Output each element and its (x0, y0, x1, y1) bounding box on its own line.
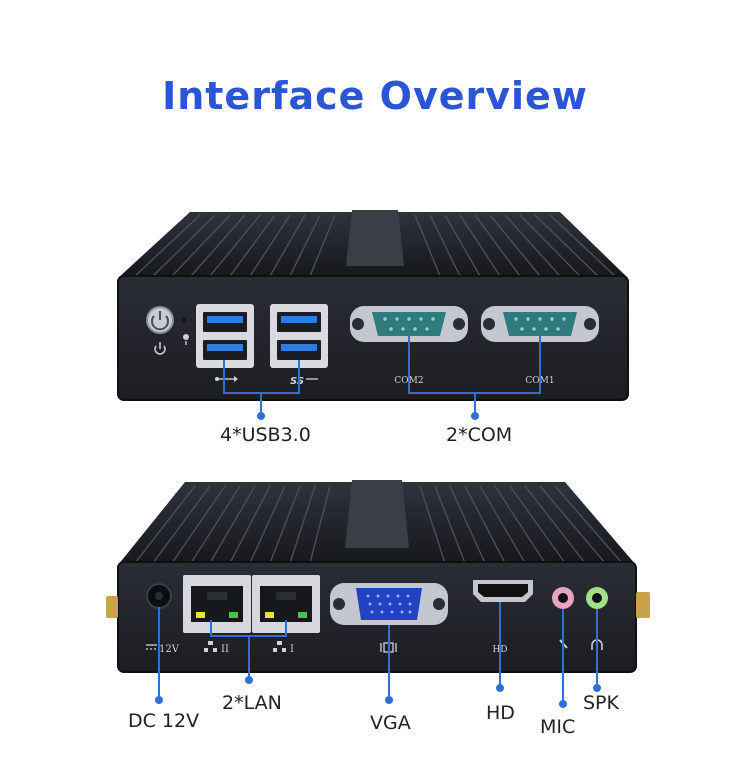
rear-unit: 12V II I (106, 480, 650, 708)
page-title: Interface Overview (162, 74, 588, 118)
com2-port (350, 306, 468, 342)
usb-icon (215, 376, 238, 382)
usb-ports (196, 304, 328, 368)
network-icon (204, 641, 286, 652)
lan1-label: I (290, 644, 294, 655)
lan-ports (183, 575, 320, 633)
usb-ss-icon: SS (290, 376, 318, 387)
com1-port (481, 306, 599, 342)
antenna-icon (106, 592, 650, 618)
dc-label: 12V (159, 644, 180, 655)
lan2-label: II (221, 644, 229, 655)
svg-text:SS: SS (290, 376, 304, 387)
dc-callout: DC 12V (128, 710, 200, 732)
hd-port (473, 580, 533, 602)
com-callout: 2*COM (446, 424, 513, 446)
power-icon (154, 342, 166, 355)
lan-callout: 2*LAN (222, 692, 282, 714)
vga-port (330, 583, 448, 625)
rear-callout-lines (158, 602, 598, 704)
hd-callout: HD (486, 702, 515, 724)
mic-callout: MIC (540, 716, 576, 738)
led-indicator-icon (183, 334, 189, 345)
vga-callout: VGA (370, 712, 411, 734)
front-unit: SS COM2 COM1 (117, 210, 629, 420)
spk-callout: SPK (583, 692, 619, 714)
usb-callout: 4*USB3.0 (220, 424, 311, 446)
